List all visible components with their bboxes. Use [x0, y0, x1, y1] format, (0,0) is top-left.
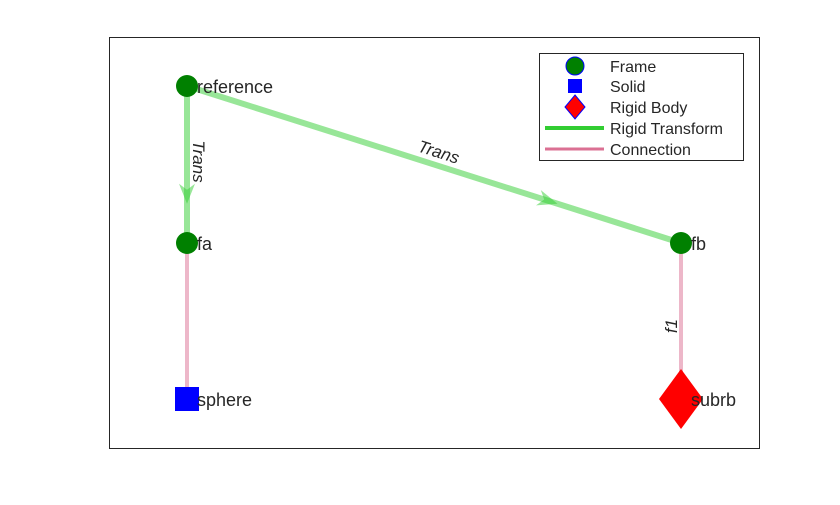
node-label-subrb: subrb — [691, 390, 736, 410]
legend: Frame Solid Rigid Body Rigid Transform C… — [539, 53, 744, 161]
edge-arrow-icon — [536, 190, 558, 206]
edge-arrow-icon — [179, 183, 195, 204]
node-subrb-rigid-body-icon[interactable] — [659, 369, 703, 429]
node-reference-frame-icon[interactable] — [176, 75, 198, 97]
legend-frame-icon — [565, 56, 585, 76]
node-label-sphere: sphere — [197, 390, 252, 410]
edge-label: Trans — [189, 140, 208, 183]
node-label-fa: fa — [197, 234, 213, 254]
node-fa-frame-icon[interactable] — [176, 232, 198, 254]
edge-reference-fb — [186, 83, 682, 246]
edge-label: f1 — [662, 319, 681, 333]
legend-solid-icon — [568, 79, 582, 93]
node-label-reference: reference — [197, 77, 273, 97]
legend-rigid-transform: Rigid Transform — [610, 121, 723, 138]
legend-rigid-body: Rigid Body — [610, 100, 687, 117]
node-sphere-solid-icon[interactable] — [175, 387, 199, 411]
legend-rigid-body-icon — [564, 94, 586, 120]
legend-connection: Connection — [610, 142, 691, 159]
legend-frame: Frame — [610, 59, 656, 76]
node-fb-frame-icon[interactable] — [670, 232, 692, 254]
node-label-fb: fb — [691, 234, 706, 254]
legend-solid: Solid — [610, 79, 646, 96]
